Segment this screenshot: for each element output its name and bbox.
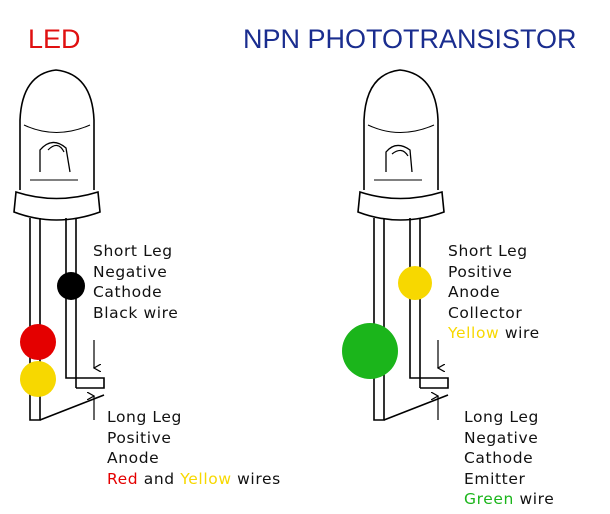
phototransistor-legs bbox=[373, 218, 449, 421]
led-body bbox=[13, 69, 101, 221]
npn-short-leg-label: Short Leg Positive Anode Collector Yello… bbox=[448, 241, 540, 344]
red-word: Red bbox=[107, 469, 139, 488]
wire-word: wire bbox=[519, 490, 555, 508]
yellow-wire-dot-npn bbox=[398, 266, 432, 300]
yellow-word: Yellow bbox=[180, 469, 232, 488]
wires-word: wires bbox=[237, 469, 281, 488]
green-wire-dot bbox=[342, 323, 398, 379]
npn-long-leg-label: Long Leg Negative Cathode Emitter Green … bbox=[464, 407, 554, 510]
wire-word: wire bbox=[504, 324, 540, 342]
green-word: Green bbox=[464, 490, 514, 508]
wire-line: Red and Yellow wires bbox=[107, 469, 281, 490]
label-line: Cathode bbox=[93, 283, 163, 301]
label-line: Negative bbox=[93, 262, 168, 281]
label-line: Anode bbox=[107, 449, 160, 467]
label-line: Short Leg bbox=[448, 242, 528, 260]
led-legs bbox=[29, 218, 105, 421]
black-wire-dot bbox=[57, 272, 85, 300]
label-line: Anode bbox=[448, 283, 501, 301]
label-line: Long Leg bbox=[107, 408, 182, 426]
label-line: Long Leg bbox=[464, 408, 539, 426]
wire-line: Green wire bbox=[464, 489, 554, 510]
label-line: Negative bbox=[464, 428, 539, 447]
label-line: Cathode bbox=[464, 449, 534, 467]
wire-line: Yellow wire bbox=[448, 323, 540, 344]
label-line: Short Leg bbox=[93, 242, 173, 260]
phototransistor-title: NPN PHOTOTRANSISTOR bbox=[243, 24, 577, 54]
phototransistor-body bbox=[357, 69, 445, 221]
label-line: Collector bbox=[448, 303, 523, 322]
label-line: Positive bbox=[448, 262, 513, 281]
red-wire-dot bbox=[20, 324, 56, 360]
label-line: Emitter bbox=[464, 469, 526, 488]
yellow-word: Yellow bbox=[448, 324, 500, 342]
led-short-leg-label: Short Leg Negative Cathode Black wire bbox=[93, 241, 178, 323]
led-long-leg-label: Long Leg Positive Anode Red and Yellow w… bbox=[107, 407, 281, 489]
label-line: Black wire bbox=[93, 303, 179, 322]
yellow-wire-dot-led bbox=[20, 361, 56, 397]
led-title: LED bbox=[28, 24, 81, 54]
label-line: Positive bbox=[107, 428, 172, 447]
and-word: and bbox=[143, 469, 175, 488]
